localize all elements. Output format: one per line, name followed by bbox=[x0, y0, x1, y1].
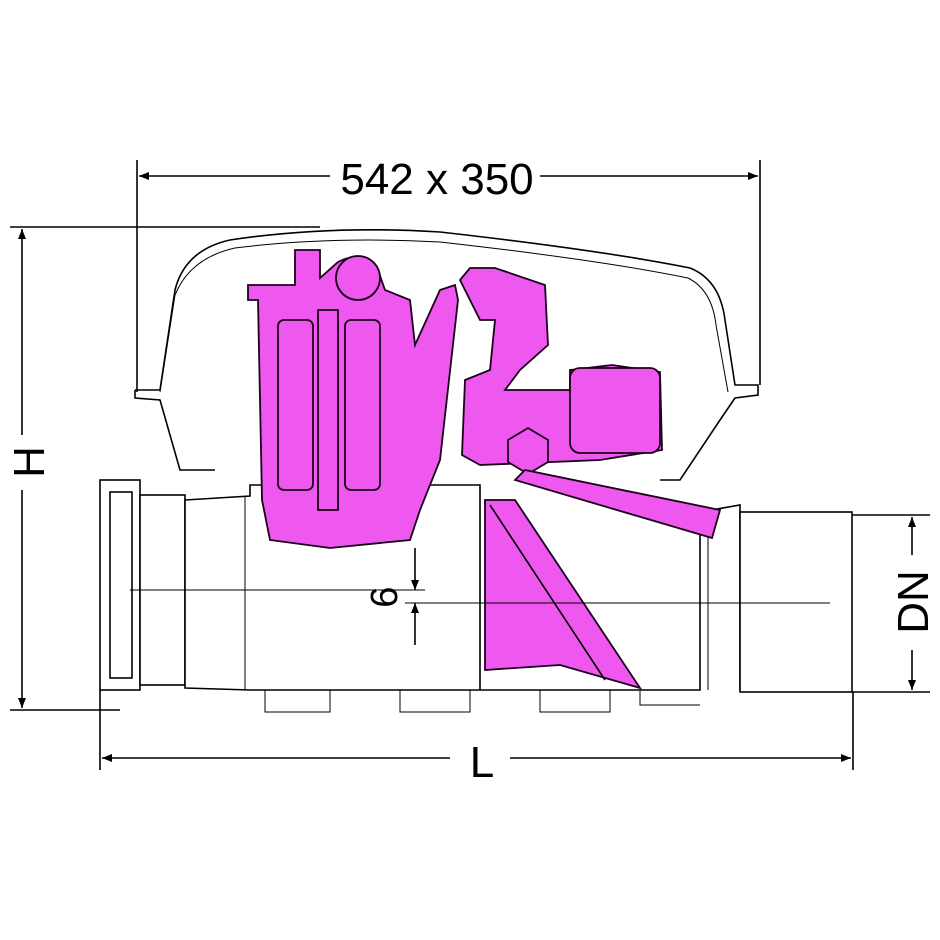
motor-shaft bbox=[317, 309, 339, 511]
height-dimension: H bbox=[5, 226, 320, 711]
cover-dimension: 542 x 350 bbox=[136, 155, 761, 392]
actuator-box bbox=[569, 367, 661, 454]
hex-nut bbox=[507, 426, 549, 476]
dn-dimension: DN bbox=[852, 514, 938, 693]
height-label: H bbox=[5, 446, 54, 478]
motor-winding-right bbox=[344, 319, 381, 491]
right-spigot bbox=[739, 511, 853, 693]
motor-cap bbox=[335, 255, 381, 301]
valve-mechanism bbox=[247, 249, 722, 690]
pipe-body bbox=[99, 479, 853, 713]
offset-label: 9 bbox=[362, 586, 404, 607]
dn-label: DN bbox=[889, 570, 938, 634]
offset-dimension: 9 bbox=[130, 548, 830, 645]
flap-lower bbox=[484, 499, 643, 690]
length-dimension: L bbox=[99, 690, 854, 787]
motor-winding-left bbox=[277, 319, 314, 491]
flap-upper bbox=[513, 469, 722, 540]
cover-size-label: 542 x 350 bbox=[340, 155, 533, 204]
length-label: L bbox=[470, 738, 494, 787]
